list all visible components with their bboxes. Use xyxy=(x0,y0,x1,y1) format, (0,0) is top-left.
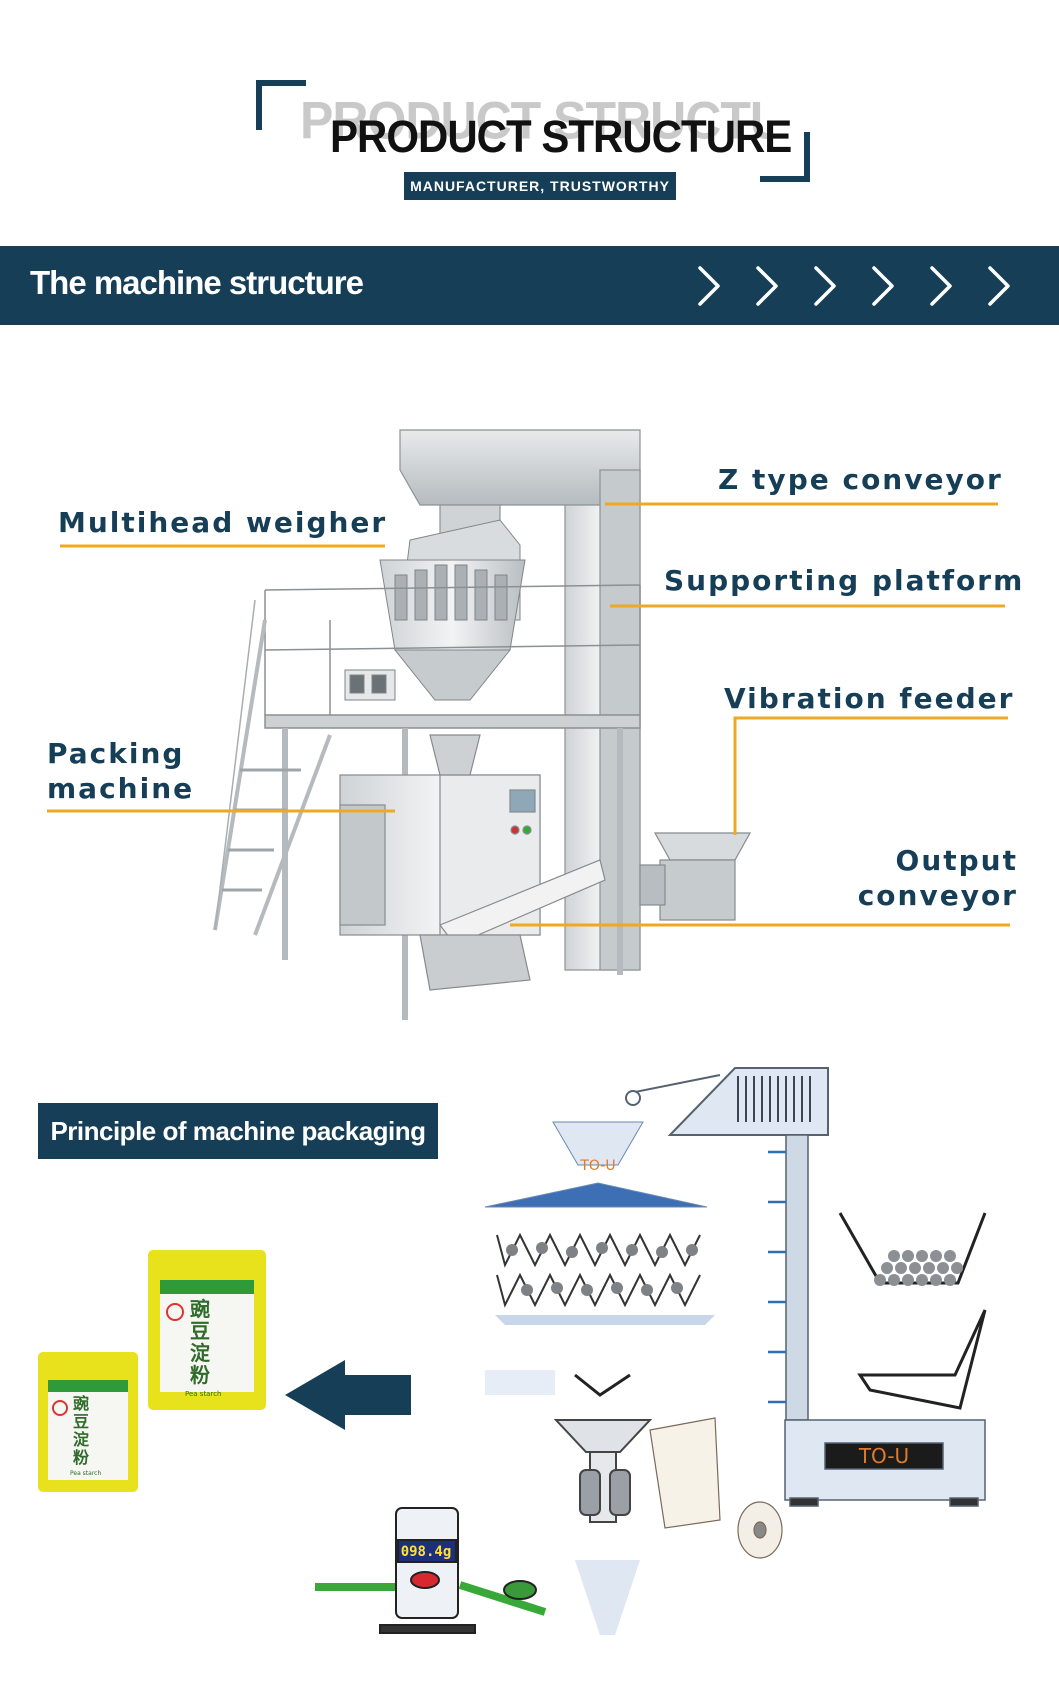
product-bag-back xyxy=(148,1250,266,1410)
discharge-chute xyxy=(575,1560,640,1635)
chevron-right-icon xyxy=(930,266,952,306)
label-supporting-platform: Supporting platform xyxy=(664,564,1025,597)
label-z-type-conveyor: Z type conveyor xyxy=(718,463,1003,496)
machine-illustration xyxy=(47,429,1010,1020)
label-output-line2: conveyor xyxy=(857,879,1018,912)
label-multihead-weigher: Multihead weigher xyxy=(58,506,388,539)
banner-title: The machine structure xyxy=(30,264,364,301)
bag-front-chinese-text: 豌豆淀粉 xyxy=(73,1394,90,1467)
vibration-tray xyxy=(857,1309,987,1410)
page-title: PRODUCT STRUCTURE xyxy=(330,111,792,162)
product-bag-front xyxy=(38,1352,138,1492)
label-packing-line2: machine xyxy=(47,772,195,805)
scale-readout: 098.4g xyxy=(401,1544,452,1560)
bracket-bottom-right xyxy=(760,132,810,182)
film-roll xyxy=(649,1417,783,1559)
vibration-feeder xyxy=(639,832,752,921)
hopper-brand: TO-U xyxy=(579,1158,615,1174)
check-weigher xyxy=(315,1507,547,1634)
product-bags xyxy=(38,1250,266,1492)
bag-back-english-text: Pea starch xyxy=(185,1390,222,1398)
ghost-title: PRODUCT STRUCTURE xyxy=(300,91,770,151)
label-packing-machine: Packing machine xyxy=(47,736,194,806)
collating-chute xyxy=(574,1373,631,1397)
page-subtitle: MANUFACTURER, TRUSTWORTHY xyxy=(404,172,676,200)
principle-title: Principle of machine packaging xyxy=(38,1103,438,1159)
section-banner: The machine structure xyxy=(0,246,1059,325)
weigher-top xyxy=(484,1121,708,1208)
chevron-row xyxy=(698,266,1010,306)
product-balls xyxy=(874,1250,963,1286)
incline-conveyor xyxy=(625,1067,829,1136)
chevron-right-icon xyxy=(988,266,1010,306)
elevator-brand: TO-U xyxy=(858,1444,909,1468)
chevron-right-icon xyxy=(814,266,836,306)
multihead-weigher xyxy=(344,519,526,701)
chevron-right-icon xyxy=(698,266,720,306)
forming-tube xyxy=(553,1419,653,1523)
principle-diagram: TO-U TO-U xyxy=(315,1067,987,1635)
label-output-conveyor: Output conveyor xyxy=(840,843,1018,913)
leader-lines xyxy=(47,502,1010,927)
bucket-elevator xyxy=(768,1134,986,1507)
label-vibration-feeder: Vibration feeder xyxy=(724,682,1015,715)
packing-machine xyxy=(339,734,606,991)
label-packing-line1: Packing xyxy=(47,737,185,770)
bag-back-chinese-text: 豌豆淀粉 xyxy=(190,1297,210,1387)
chevron-right-icon xyxy=(872,266,894,306)
label-output-line1: Output xyxy=(895,844,1018,877)
bracket-top-left xyxy=(256,80,306,130)
bag-front-english-text: Pea starch xyxy=(70,1470,102,1477)
bucket-balls xyxy=(506,1242,698,1296)
chevron-right-icon xyxy=(756,266,778,306)
arrow-left-icon xyxy=(285,1360,411,1430)
